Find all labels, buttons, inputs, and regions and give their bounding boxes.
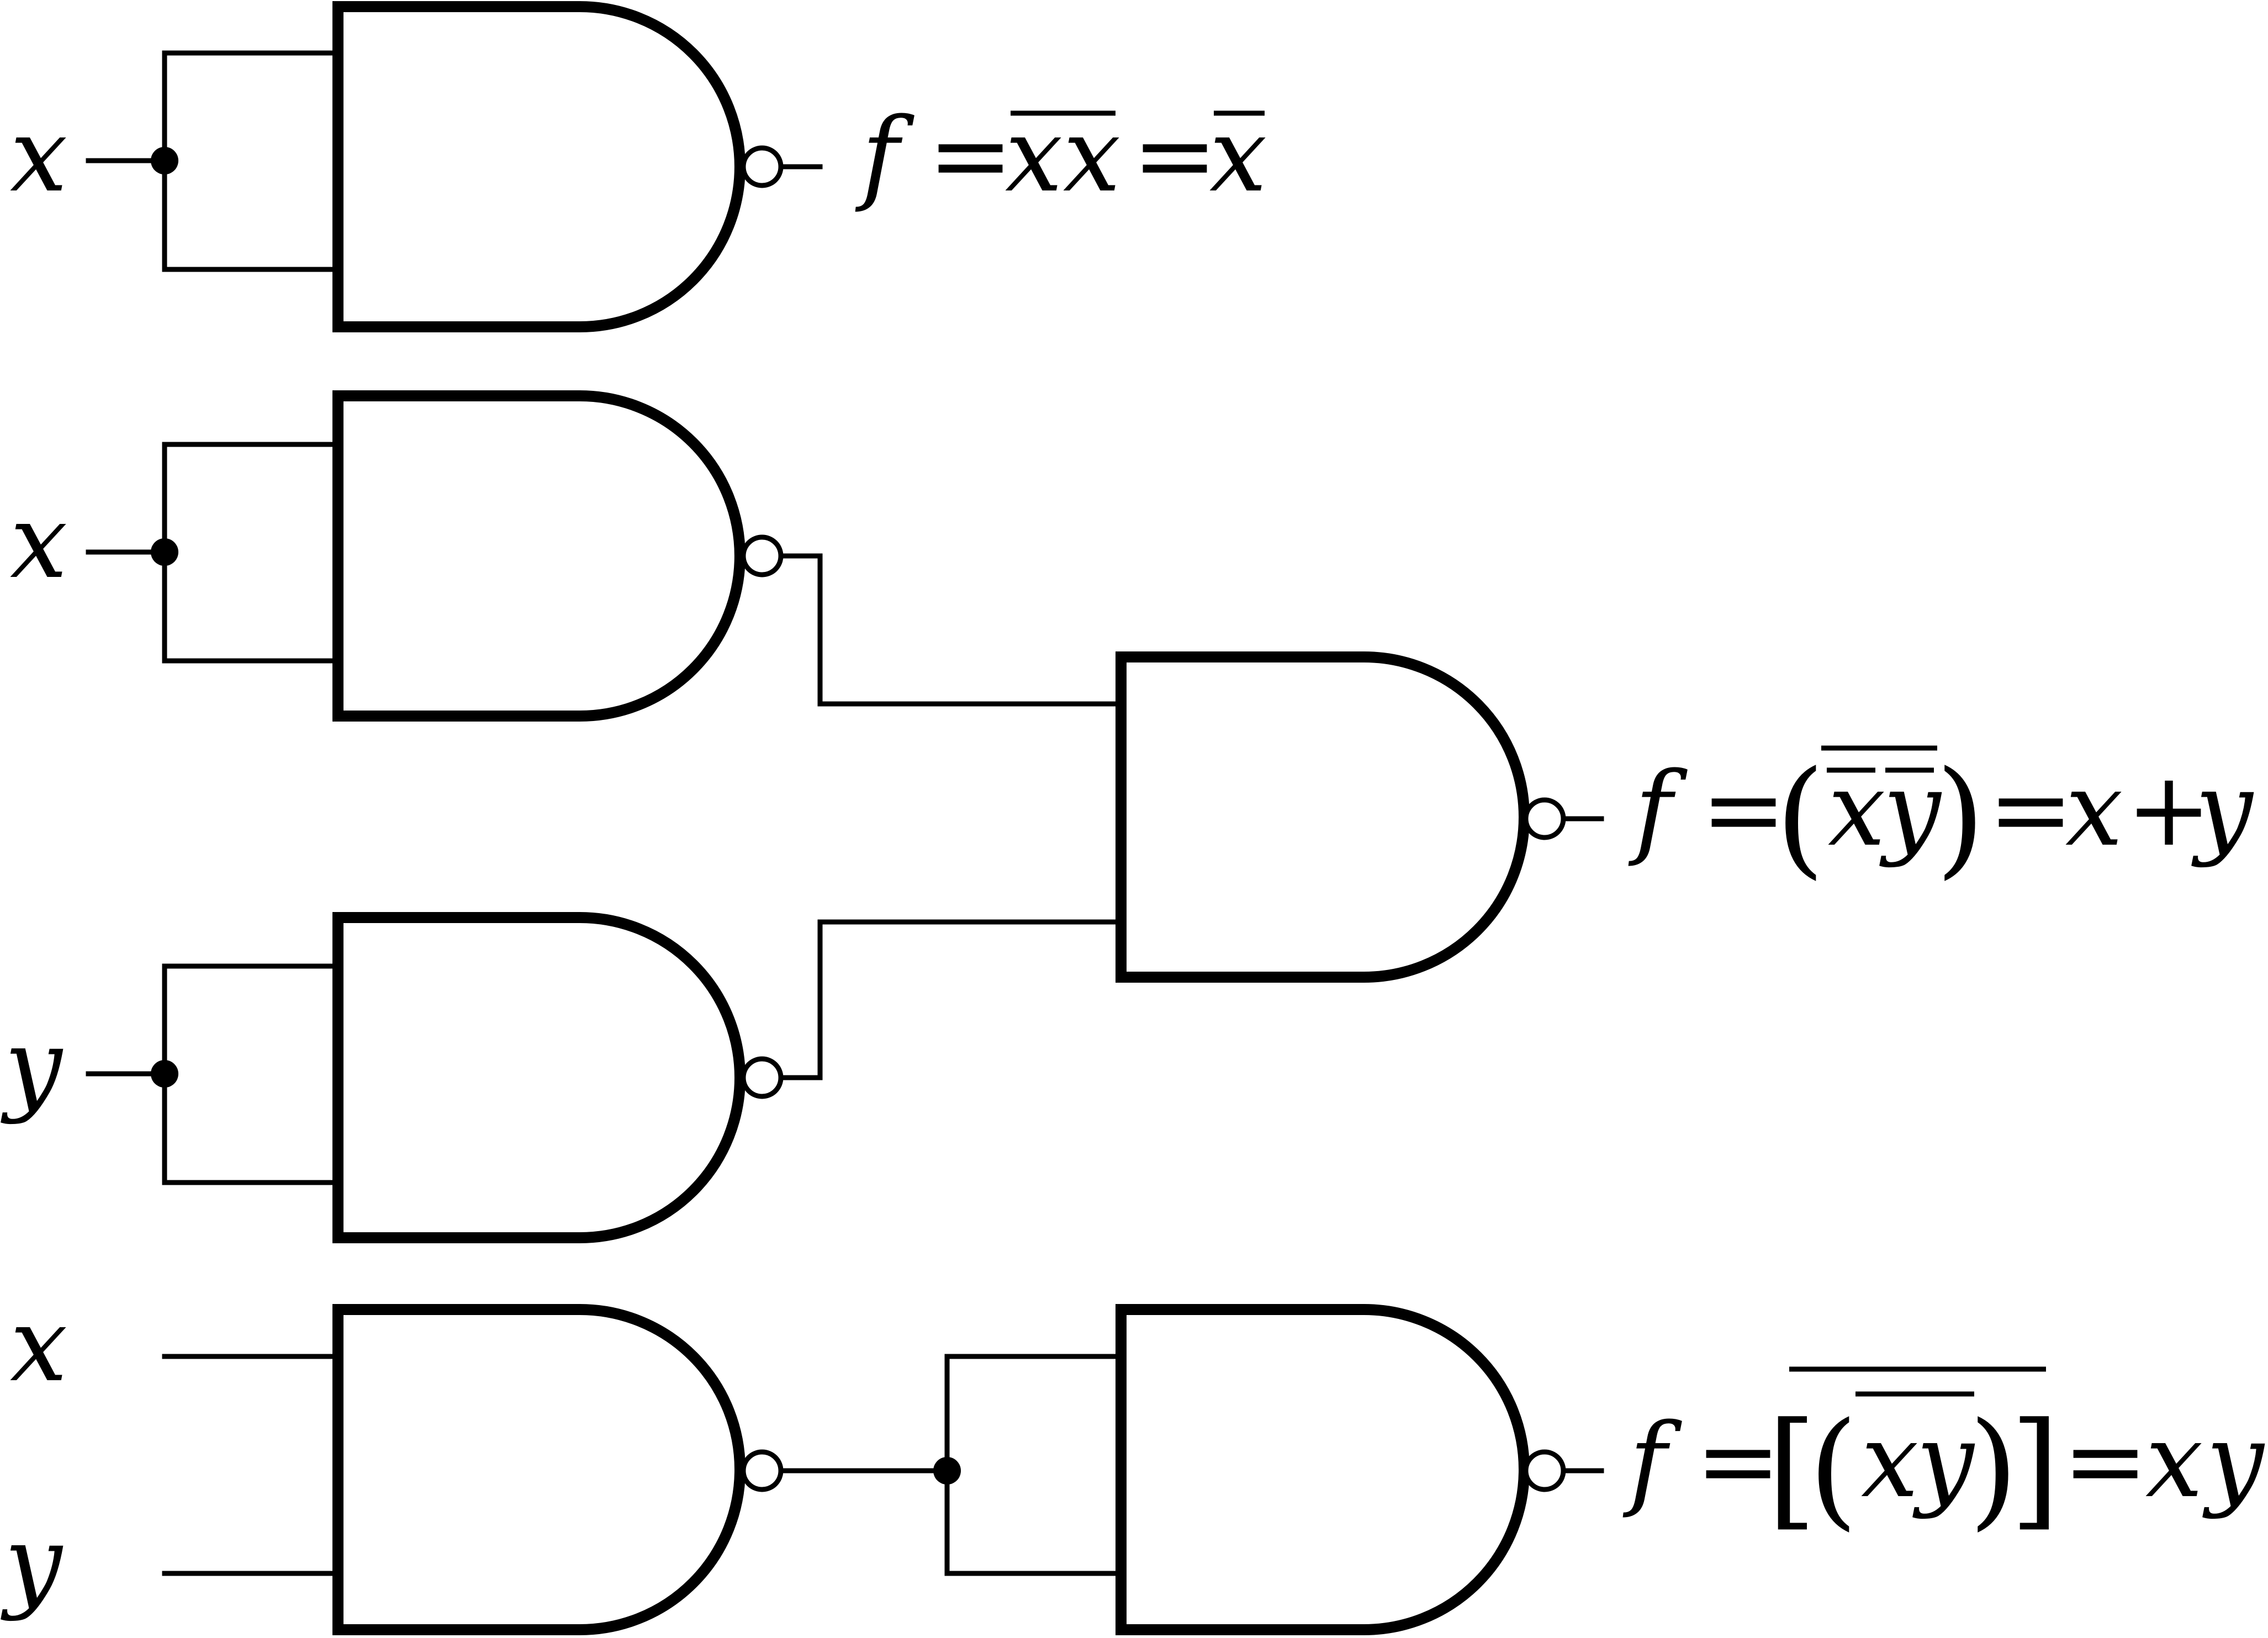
expr-equals: =	[1132, 96, 1218, 215]
nand-gate-3b	[1116, 1304, 1530, 1635]
expr-paren: )	[1969, 1396, 2018, 1543]
inversion-bubble	[741, 145, 784, 188]
circuit-and: x y f = [ ( x y ) ] = x y	[1, 1285, 2265, 1635]
expr-paren: (	[1775, 744, 1825, 892]
junction-dot	[933, 1457, 961, 1485]
input-label-x: x	[10, 96, 67, 215]
expr-x: x	[2065, 750, 2123, 869]
expr-y: y	[1912, 1401, 1975, 1520]
expr-paren: )	[1936, 744, 1985, 892]
circuit-not: x f = x x = x	[10, 1, 1267, 332]
expr-f: f	[1622, 1401, 1682, 1520]
nand-gate-2c	[1116, 651, 1530, 983]
junction-dot	[151, 538, 178, 566]
nand-gate-2b	[332, 912, 746, 1243]
inversion-bubble	[741, 534, 784, 577]
junction-dot	[151, 147, 178, 174]
connect-wire	[778, 919, 1124, 1080]
input-label-x: x	[10, 1285, 67, 1404]
nand-gate-1	[332, 1, 746, 332]
nand-gate-2a	[332, 390, 746, 722]
input-label-y: y	[1, 1503, 64, 1623]
expr-y: y	[2191, 750, 2254, 869]
expression-not: f = x x = x	[855, 96, 1267, 215]
inversion-bubble	[1523, 1449, 1566, 1492]
expr-bracket: [	[1767, 1396, 1817, 1543]
input-wire-x	[86, 442, 341, 664]
connect-wire	[778, 553, 1124, 707]
expr-x: x	[2145, 1401, 2203, 1520]
expr-equals: =	[1701, 750, 1786, 869]
inversion-bubble	[741, 1056, 784, 1099]
expr-paren: (	[1809, 1396, 1858, 1543]
expr-f: f	[855, 96, 914, 215]
expr-bracket: ]	[2010, 1396, 2060, 1543]
expression-or: f = ( x y ) = x + y	[1628, 744, 2254, 892]
expr-plus: +	[2126, 750, 2212, 869]
circuit-or: x y f = ( x y ) = x + y	[1, 390, 2254, 1243]
expr-equals: =	[1988, 750, 2074, 869]
expr-y: y	[1879, 750, 1942, 869]
input-wire-y	[86, 963, 341, 1185]
expr-x: x	[1861, 1401, 1918, 1520]
expr-equals: =	[928, 96, 1013, 215]
input-label-x: x	[10, 482, 67, 601]
expression-and: f = [ ( x y ) ] = x y	[1622, 1366, 2265, 1543]
junction-dot	[151, 1060, 178, 1088]
expr-equals: =	[2063, 1401, 2148, 1520]
input-wire-x	[86, 50, 341, 272]
expr-equals: =	[1695, 1401, 1781, 1520]
input-label-y: y	[1, 1006, 64, 1126]
nand-gate-3a	[332, 1304, 746, 1635]
inversion-bubble	[741, 1449, 784, 1492]
inversion-bubble	[1523, 797, 1566, 840]
expr-f: f	[1628, 750, 1688, 869]
expr-x: x	[1828, 750, 1885, 869]
expr-y: y	[2202, 1401, 2265, 1520]
